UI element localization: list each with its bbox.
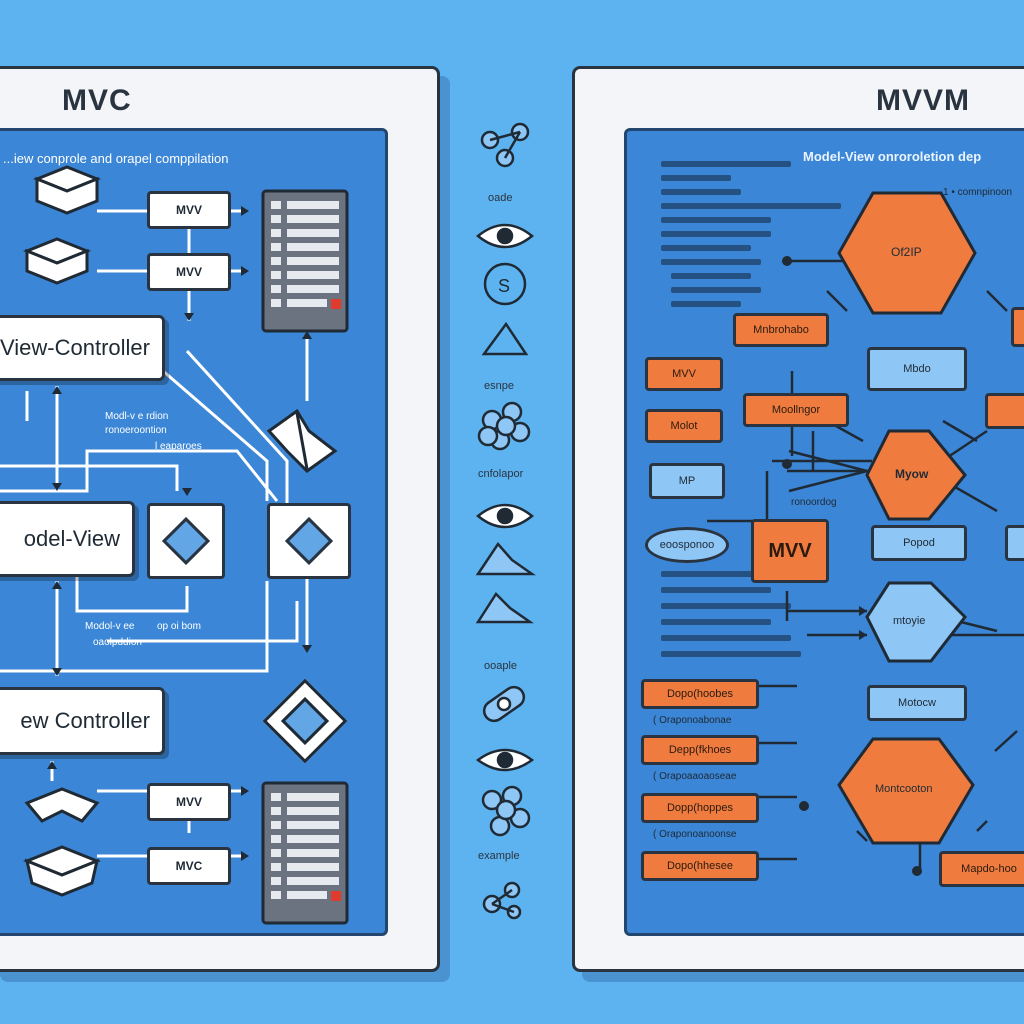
box-mnbroobe[interactable]: Mnbrohabo [733, 313, 829, 347]
box-bottom-right[interactable]: Mapdo-hoo [939, 851, 1024, 887]
box-right-light[interactable] [1005, 525, 1024, 561]
list-box-1[interactable]: Dopo(hoobes [641, 679, 759, 709]
mvc-header: ...iew conprole and orapel comppilation [3, 151, 229, 166]
mvvm-header: Model-View onroroletion dep [803, 149, 982, 164]
mvc-title: MVC [62, 84, 132, 117]
mvc-mvv-box-1[interactable]: MVV [147, 191, 231, 229]
controller-box[interactable]: ew Controller [0, 687, 165, 755]
mvvm-note-1: ronoordog [791, 497, 837, 508]
mvvm-note-3: ( Orapoaaoaoseae [653, 771, 737, 782]
hex-top-label: Of2IP [891, 245, 922, 259]
mvvm-hexagons [837, 191, 977, 845]
mvc-panel: ...iew conprole and orapel comppilation [0, 128, 388, 936]
mvc-note-3: l eaparoes [155, 441, 202, 452]
box-popd[interactable]: Popod [871, 525, 967, 561]
box-oval[interactable]: eoosponoo [645, 527, 729, 563]
mid-label-1: oade [488, 192, 513, 204]
list-box-3[interactable]: Dopp(hoppes [641, 793, 759, 823]
mid-label-3: cnfolapor [478, 468, 524, 480]
list-box-4[interactable]: Dopo(hhesee [641, 851, 759, 881]
mvvm-top-note: 1 • comnpinoon [943, 187, 1013, 198]
mid-label-5: example [478, 850, 520, 862]
box-model[interactable]: Mbdo [867, 347, 967, 391]
box-modlugor[interactable]: Moollngor [743, 393, 849, 427]
mvc-mvv-box-2[interactable]: MVV [147, 253, 231, 291]
svg-text:S: S [498, 276, 510, 296]
box-motocy[interactable]: Motocw [867, 685, 967, 721]
diamond-frame-icon [262, 678, 348, 764]
mid-label-4: ooaple [484, 660, 518, 672]
mvc-note-2: ronoeroontion [105, 425, 167, 436]
box-mvv-small[interactable]: MVV [645, 357, 723, 391]
hex-light-label: mtoyie [893, 615, 926, 627]
hex-bottom-label: Montcooton [875, 783, 933, 795]
mvvm-title: MVVM [876, 84, 970, 117]
mvc-note-6: op oi bom [157, 621, 201, 632]
mvvm-note-2: ( Oraponoabonae [653, 715, 732, 726]
mvc-diamond-big[interactable] [261, 677, 349, 765]
box-molot[interactable]: Molot [645, 409, 723, 443]
model-view-box[interactable]: odel-View [0, 501, 135, 577]
box-mvv-big[interactable]: MVV [751, 519, 829, 583]
mvvm-note-4: ( Oraponoanoonse [653, 829, 737, 840]
mvc-diamond-box-1[interactable] [147, 503, 225, 579]
view-controller-box[interactable]: View-Controller [0, 315, 165, 381]
hex-mid-label: Myow [895, 467, 929, 481]
mvc-note-1: Modl-v e rdion [105, 411, 169, 422]
diamond-icon [284, 516, 334, 566]
mvc-diamond-box-2[interactable] [267, 503, 351, 579]
box-right-top[interactable] [1011, 307, 1024, 347]
mvc-mvv-box-3[interactable]: MVV [147, 783, 231, 821]
mvc-mvc-box[interactable]: MVC [147, 847, 231, 885]
box-mp[interactable]: MP [649, 463, 725, 499]
mvc-note-5: oaolpddion [93, 637, 142, 648]
mid-label-2: esnpe [484, 380, 514, 392]
box-right-mid[interactable] [985, 393, 1024, 429]
mvvm-panel: Model-View onroroletion dep 1 • comnpino… [624, 128, 1024, 936]
mvc-note-4: Modol-v ee [85, 621, 135, 632]
diamond-icon [161, 516, 211, 566]
list-box-2[interactable]: Depp(fkhoes [641, 735, 759, 765]
